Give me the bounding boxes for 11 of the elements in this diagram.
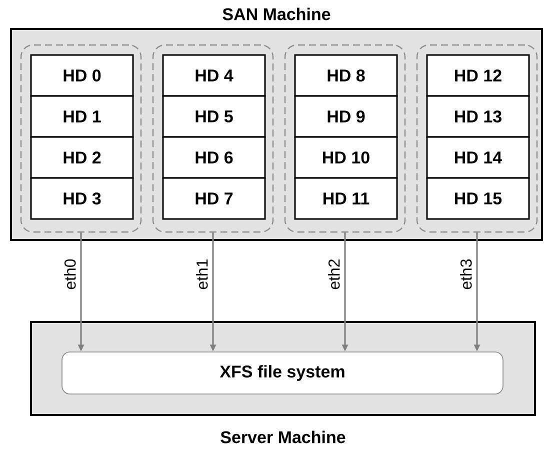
file-system-box: XFS file system (62, 352, 504, 394)
disk-group-box (416, 44, 538, 233)
disk-group-box (20, 44, 142, 233)
edge-label: eth0 (62, 256, 78, 292)
edge-label: eth1 (194, 256, 210, 292)
machine-title: Server Machine (220, 430, 346, 444)
disk-group-box (152, 44, 274, 233)
edge-label: eth3 (458, 256, 474, 292)
machine-title: SAN Machine (222, 8, 330, 20)
edge-label: eth2 (326, 256, 342, 292)
disk-group-box (284, 44, 406, 233)
